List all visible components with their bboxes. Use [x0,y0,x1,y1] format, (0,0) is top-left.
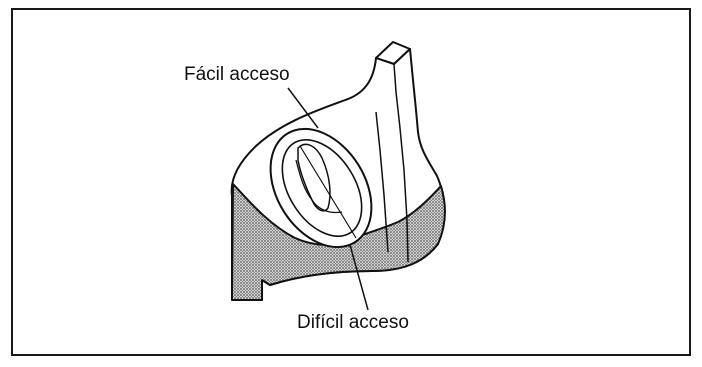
hard-access-label: Difícil acceso [297,313,409,332]
easy-access-label: Fácil acceso [184,65,290,84]
